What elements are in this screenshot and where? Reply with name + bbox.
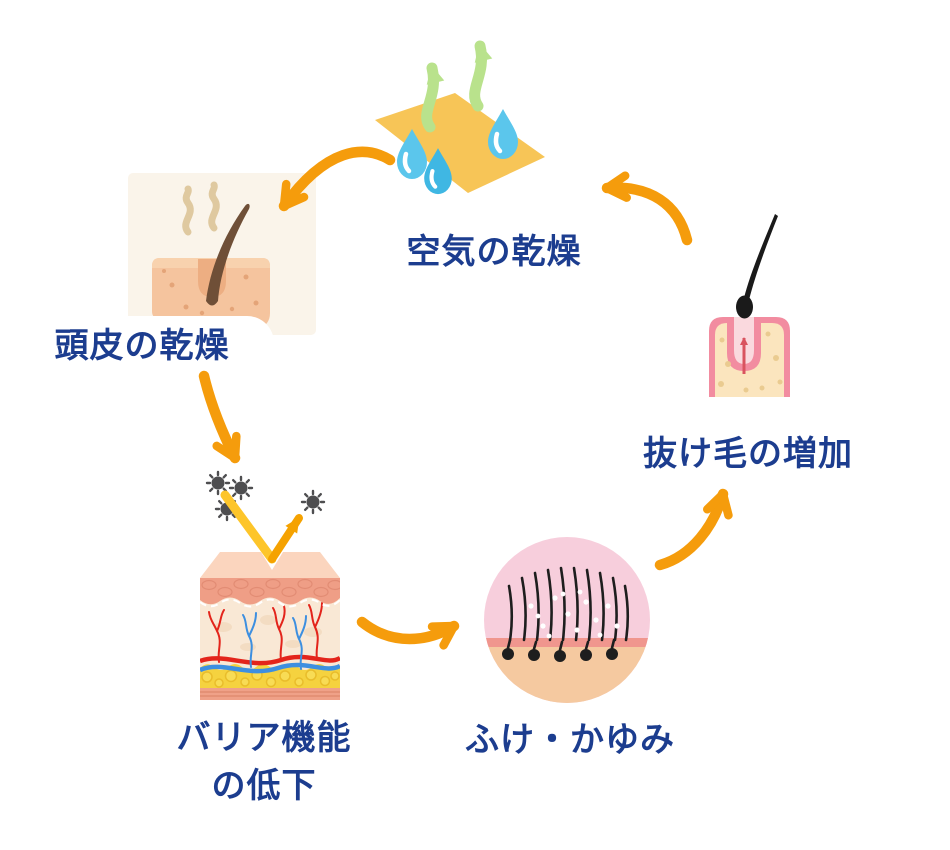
falling-hair: [736, 214, 778, 319]
dandruff-flakes: [528, 589, 620, 639]
arrow-hairloss-to-air: [601, 171, 693, 246]
water-drop-icon: [397, 109, 518, 195]
hair-strand: [206, 203, 250, 306]
barrier-label-line1: バリア機能: [176, 719, 352, 757]
barrier-label-line2: の低下: [211, 767, 317, 805]
node-label-dandruff-itching: ふけ・かゆみ: [465, 721, 675, 759]
label-background-pill: [44, 316, 274, 370]
dry-scalp-icon: [128, 173, 316, 335]
evaporation-arrows: [421, 40, 493, 133]
scalp-cross-section: [152, 203, 270, 334]
evaporation-icon: [375, 40, 545, 195]
node-label-scalp-dryness: 頭皮の乾燥: [54, 327, 230, 365]
hair-roots: [502, 648, 618, 662]
hair-strands: [506, 566, 630, 652]
node-label-barrier-decline: バリア機能 の低下: [144, 714, 384, 810]
hair-follicle-icon: [709, 214, 790, 397]
dandruff-scalp-icon: [484, 537, 650, 703]
arrow-scalp-to-barrier: [198, 370, 241, 464]
steam-lines: [182, 181, 220, 236]
node-label-air-dryness: 空気の乾燥: [406, 233, 582, 271]
skin-layers: [200, 578, 340, 700]
arrow-barrier-to-dandruff: [356, 616, 460, 650]
bounce-arrow: [220, 490, 303, 564]
node-label-hair-loss: 抜け毛の増加: [643, 435, 853, 473]
dry-surface-shape: [375, 93, 545, 193]
arrow-air-to-scalp: [278, 146, 396, 212]
skin-barrier-icon: [200, 470, 340, 700]
arrow-dandruff-to-hairloss: [654, 488, 733, 571]
